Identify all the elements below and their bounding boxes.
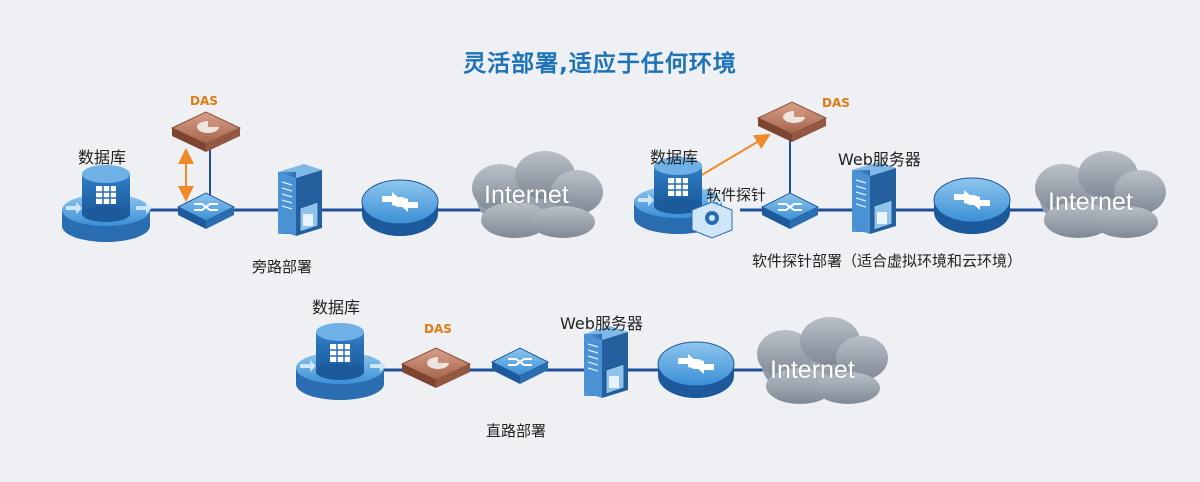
switch-icon (761, 192, 819, 230)
web-server-icon (583, 325, 629, 399)
database-icon (295, 322, 387, 401)
bypass-caption: 旁路部署 (252, 258, 313, 276)
das-appliance-icon (171, 111, 241, 153)
router-icon (933, 177, 1011, 235)
das-appliance-icon (757, 101, 827, 143)
switch-icon (177, 192, 235, 230)
bypass-diagram (61, 111, 603, 243)
inline-database-label: 数据库 (312, 298, 361, 317)
switch-icon (491, 347, 549, 385)
das-appliance-icon (401, 347, 471, 389)
page-title: 灵活部署,适应于任何环境 (463, 51, 737, 77)
software-probe-icon (691, 201, 733, 239)
web-server-icon (851, 161, 897, 235)
inline-diagram (295, 317, 888, 404)
inline-internet-label: Internet (770, 356, 855, 384)
probe-database-label: 数据库 (650, 148, 699, 167)
bypass-database-label: 数据库 (78, 148, 127, 167)
router-icon (361, 179, 439, 237)
software-probe-label: 软件探针 (706, 186, 767, 204)
probe-diagram (633, 101, 1166, 239)
inline-web-server-label: Web服务器 (560, 314, 643, 333)
bypass-das-label: DAS (190, 94, 218, 108)
probe-web-server-label: Web服务器 (838, 150, 921, 169)
probe-internet-label: Internet (1048, 188, 1133, 216)
probe-caption: 软件探针部署（适合虚拟环境和云环境） (752, 252, 1023, 270)
bypass-internet-label: Internet (484, 181, 569, 209)
web-server-icon (277, 163, 323, 237)
router-icon (657, 341, 735, 399)
database-icon (61, 164, 153, 243)
das-probe-arrow (699, 133, 771, 177)
probe-das-label: DAS (822, 96, 850, 110)
inline-das-label: DAS (424, 322, 452, 336)
inline-caption: 直路部署 (486, 422, 547, 440)
